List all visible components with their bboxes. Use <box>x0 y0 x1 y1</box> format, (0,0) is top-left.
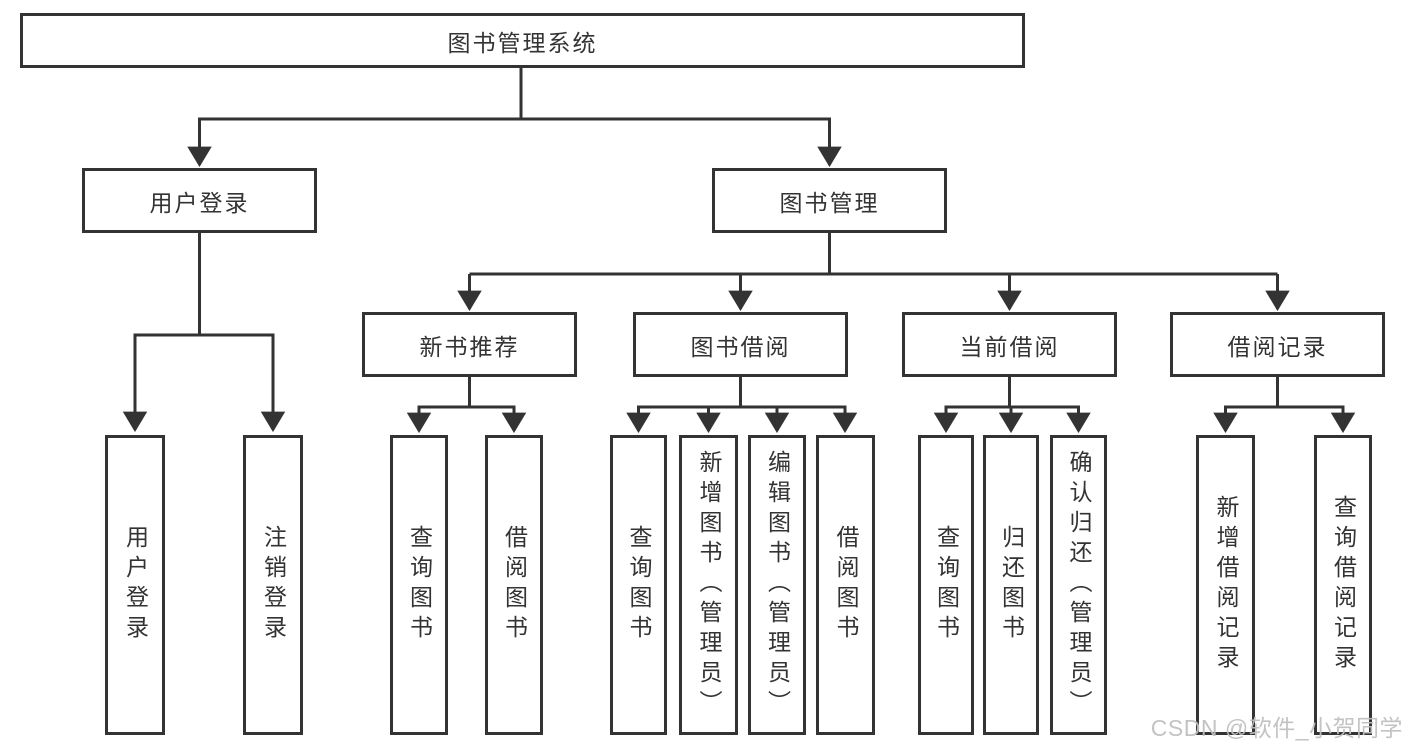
node-current-borrow-label: 当前借阅 <box>959 333 1060 360</box>
leaf-logout-label: 注销登录 <box>260 525 287 645</box>
leaf-add-borrow-record: 新增借阅记录 <box>1196 435 1255 735</box>
node-book-borrow: 图书借阅 <box>633 312 848 377</box>
leaf-borrow-query-book-label: 查询图书 <box>626 525 652 645</box>
leaf-add-borrow-record-label: 新增借阅记录 <box>1213 495 1239 675</box>
fork-new-book-recommend <box>406 405 527 434</box>
leaf-borrow-book: 借阅图书 <box>816 435 875 735</box>
leaf-confirm-return-admin-label: 确认归还（管理员） <box>1066 450 1092 720</box>
node-root-label: 图书管理系统 <box>447 29 598 56</box>
leaf-current-query-book-label: 查询图书 <box>933 525 960 645</box>
leaf-add-book-admin-label: 新增图书（管理员） <box>696 450 722 720</box>
leaf-query-borrow-record: 查询借阅记录 <box>1314 435 1372 735</box>
node-new-book-recommend-label: 新书推荐 <box>419 333 520 360</box>
node-root: 图书管理系统 <box>20 13 1025 68</box>
node-user-login: 用户登录 <box>82 168 317 233</box>
fork-user-login <box>122 333 286 433</box>
node-user-login-label: 用户登录 <box>149 189 250 216</box>
node-new-book-recommend: 新书推荐 <box>362 312 577 377</box>
leaf-borrow-query-book: 查询图书 <box>610 435 667 735</box>
leaf-user-login: 用户登录 <box>105 435 165 735</box>
leaf-edit-book-admin-label: 编辑图书（管理员） <box>764 450 791 720</box>
node-book-management-label: 图书管理 <box>779 189 880 216</box>
node-book-management: 图书管理 <box>712 168 947 233</box>
node-book-borrow-label: 图书借阅 <box>690 333 791 360</box>
leaf-logout: 注销登录 <box>243 435 303 735</box>
connector-level2 <box>187 117 842 168</box>
leaf-add-book-admin: 新增图书（管理员） <box>679 435 738 735</box>
fork-borrow-record <box>1213 405 1356 434</box>
node-borrow-record: 借阅记录 <box>1170 312 1385 377</box>
node-borrow-record-label: 借阅记录 <box>1227 333 1328 360</box>
leaf-confirm-return-admin: 确认归还（管理员） <box>1050 435 1107 735</box>
leaf-edit-book-admin: 编辑图书（管理员） <box>748 435 806 735</box>
leaf-recommend-borrow-book-label: 借阅图书 <box>501 525 528 645</box>
leaf-borrow-book-label: 借阅图书 <box>833 525 859 645</box>
leaf-recommend-borrow-book: 借阅图书 <box>485 435 543 735</box>
node-current-borrow: 当前借阅 <box>902 312 1117 377</box>
leaf-recommend-query-book: 查询图书 <box>390 435 448 735</box>
leaf-recommend-query-book-label: 查询图书 <box>406 525 433 645</box>
leaf-return-book: 归还图书 <box>983 435 1039 735</box>
fork-book-borrow <box>626 405 858 434</box>
leaf-current-query-book: 查询图书 <box>918 435 974 735</box>
leaf-user-login-label: 用户登录 <box>122 525 149 645</box>
leaf-query-borrow-record-label: 查询借阅记录 <box>1330 495 1357 675</box>
csdn-watermark: CSDN @软件_小贺同学 <box>1150 715 1403 741</box>
leaf-return-book-label: 归还图书 <box>998 525 1025 645</box>
